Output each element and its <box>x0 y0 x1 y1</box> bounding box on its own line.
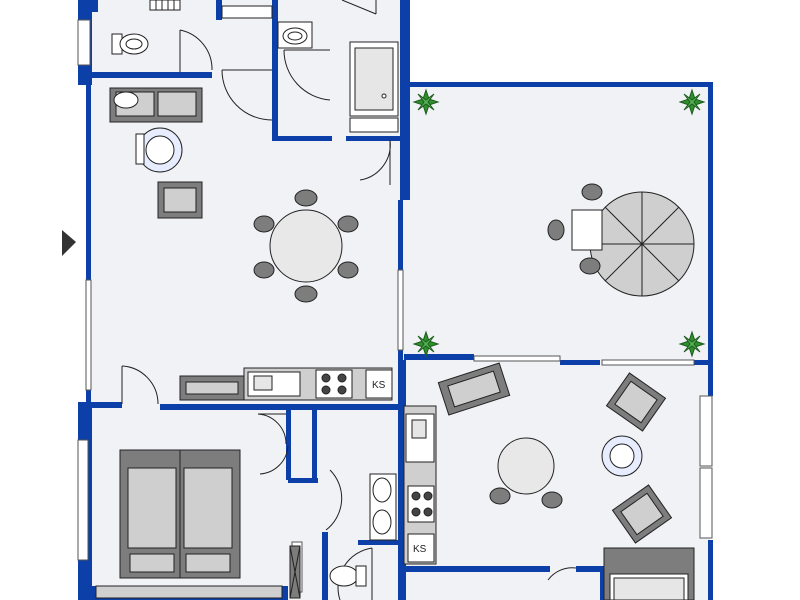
plant-icon <box>412 330 440 358</box>
stove-icon <box>407 485 435 523</box>
plant-icon <box>678 88 706 116</box>
sink-icon <box>277 21 313 49</box>
stairs <box>149 0 181 11</box>
room-ne <box>547 183 695 297</box>
chair-icon <box>253 261 275 279</box>
round-table-icon <box>589 191 695 297</box>
wall-center-top <box>400 0 410 200</box>
window-icon <box>601 359 695 366</box>
stove-icon <box>315 369 353 399</box>
chair-icon <box>337 215 359 233</box>
wall-left-thin <box>86 85 91 402</box>
toilet-icon <box>111 33 149 55</box>
door-swing-icon <box>257 413 287 445</box>
plant-icon <box>412 88 440 116</box>
kitchen-upper: KS <box>179 367 393 401</box>
kitchen-label-upper: KS <box>372 380 386 391</box>
window-icon <box>699 395 713 467</box>
counter <box>221 5 273 19</box>
chair-icon <box>253 215 275 233</box>
doors <box>121 29 577 600</box>
chair-icon <box>294 285 318 303</box>
bed-icon <box>119 449 241 579</box>
dining-table-icon <box>489 437 563 509</box>
door-swing-icon <box>283 49 331 101</box>
wall-room-ne-right <box>708 82 713 367</box>
wall-mid-horizontal <box>160 404 400 410</box>
door-swing-icon <box>221 69 273 121</box>
window-icon <box>699 467 713 539</box>
lower-bath <box>289 473 397 599</box>
chair-icon <box>601 435 643 477</box>
door-swing-icon <box>259 445 289 475</box>
door-swing-icon <box>325 469 343 531</box>
sink-icon <box>372 509 392 535</box>
chair-icon <box>547 219 565 241</box>
entrance-arrow-icon <box>62 230 76 256</box>
chair-icon <box>135 127 183 173</box>
room-se <box>437 362 695 600</box>
window-icon <box>473 355 561 362</box>
window-icon <box>85 279 92 391</box>
plant-icon <box>678 330 706 358</box>
door-swing-icon <box>121 365 159 405</box>
sofa-icon <box>109 87 203 123</box>
chair-icon <box>581 183 603 201</box>
chair-icon <box>579 257 601 275</box>
window-icon <box>77 439 89 561</box>
chair-icon <box>489 487 511 505</box>
bathtub-icon <box>603 547 695 600</box>
plants <box>412 88 706 358</box>
cabinet <box>349 117 399 133</box>
sink-icon <box>372 477 392 503</box>
bedroom <box>95 449 283 599</box>
living-left <box>109 87 203 219</box>
door-swing-icon <box>547 567 577 581</box>
chair-icon <box>541 491 563 509</box>
armchair-icon <box>605 372 667 432</box>
armchair-icon <box>157 181 203 219</box>
wall-room-ne-top <box>404 82 712 87</box>
window-icon <box>397 269 404 351</box>
top-bath <box>111 0 399 133</box>
window-icon <box>77 19 91 66</box>
chair-icon <box>337 261 359 279</box>
wall-center-bottom <box>398 360 406 600</box>
bathtub-icon <box>349 41 399 117</box>
wardrobe <box>95 585 283 599</box>
armchair-icon <box>611 484 673 544</box>
door-swing-icon <box>179 29 213 71</box>
dining-table-icon <box>253 189 359 303</box>
toilet-icon <box>329 565 367 587</box>
chair-icon <box>294 189 318 207</box>
kitchen-label-lower: KS <box>413 544 427 555</box>
kitchen-lower: KS <box>403 405 437 565</box>
